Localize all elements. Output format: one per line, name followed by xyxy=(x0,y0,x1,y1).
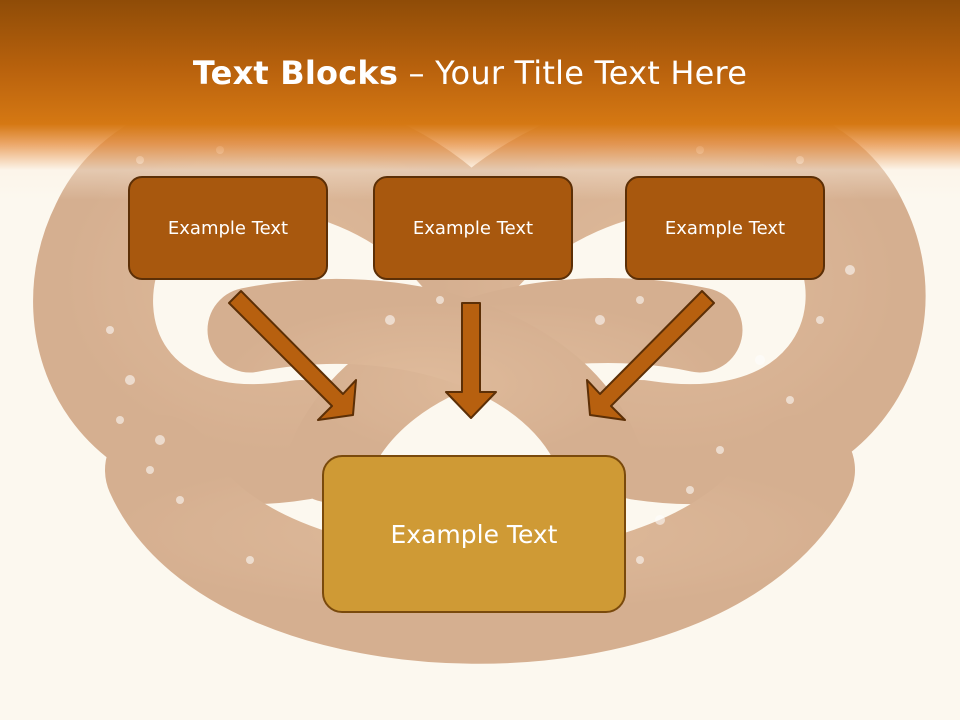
text-block-right-label: Example Text xyxy=(664,217,786,239)
arrow-left-to-bottom xyxy=(228,290,357,421)
text-block-bottom: Example Text xyxy=(322,455,626,613)
title-regular-part: Your Title Text Here xyxy=(435,54,748,92)
title-bold-part: Text Blocks xyxy=(192,54,399,92)
slide-title: Text Blocks – Your Title Text Here xyxy=(0,54,940,92)
text-block-left: Example Text xyxy=(128,176,328,280)
text-block-right: Example Text xyxy=(625,176,825,280)
text-block-center-label: Example Text xyxy=(412,217,534,239)
text-block-center: Example Text xyxy=(373,176,573,280)
arrow-right-to-bottom xyxy=(586,290,715,421)
header-band xyxy=(0,0,960,200)
title-separator: – xyxy=(398,54,436,92)
text-block-left-label: Example Text xyxy=(167,217,289,239)
arrow-center-to-bottom xyxy=(445,302,497,419)
text-block-bottom-label: Example Text xyxy=(390,519,558,549)
salt-grains xyxy=(106,146,855,564)
